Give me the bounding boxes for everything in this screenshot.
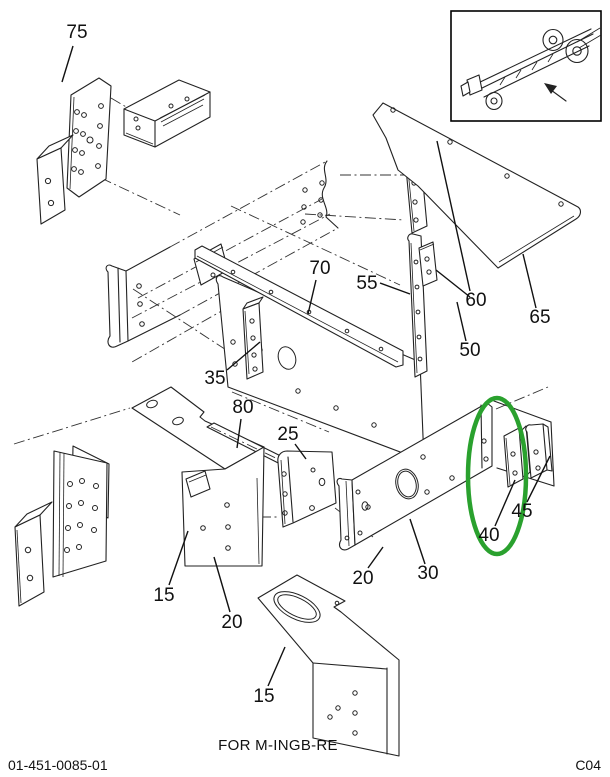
part-35-bracket — [242, 296, 264, 380]
part-70-strap — [194, 245, 404, 368]
location-arrow-icon — [544, 83, 567, 102]
callout-50-leader — [456, 301, 467, 342]
callout-30-label: 30 — [417, 563, 438, 584]
callout-40-leader — [494, 479, 516, 527]
callout-25-label: 25 — [277, 424, 298, 445]
callout-45-leader — [526, 455, 551, 503]
part-15-bottom — [257, 574, 400, 757]
truck-chassis-frame-icon — [460, 27, 602, 111]
callout-50-label: 50 — [459, 340, 480, 361]
inset-border — [450, 10, 602, 122]
callout-60-leader — [436, 140, 471, 292]
callout-20-label: 20 — [352, 568, 373, 589]
callout-70-leader — [307, 279, 317, 315]
callout-15-label: 15 — [153, 585, 174, 606]
callout-40-label: 40 — [478, 525, 499, 546]
callout-75-leader — [61, 45, 74, 83]
callout-55-leader — [379, 282, 411, 295]
callout-30-leader — [409, 518, 426, 565]
callout-20-leader — [367, 546, 384, 569]
doc-number: 01-451-0085-01 — [8, 757, 108, 773]
callout-80-label: 80 — [232, 397, 253, 418]
part-30-panel — [336, 402, 493, 551]
callout-35-leader — [226, 341, 261, 371]
highlight-ellipse — [465, 395, 529, 557]
callout-20-leader — [213, 556, 231, 613]
callout-65-leader — [522, 253, 537, 309]
callout-45-label: 45 — [511, 501, 532, 522]
callout-25-leader — [294, 443, 307, 460]
callout-15-leader — [267, 646, 286, 687]
part-65-panel — [372, 102, 581, 269]
callout-35-label: 35 — [204, 368, 225, 389]
callout-15-label: 15 — [253, 686, 274, 707]
callout-55-label: 55 — [356, 273, 377, 294]
callout-15-leader — [168, 530, 189, 586]
part-40-bracket — [503, 427, 524, 488]
callout-65-label: 65 — [529, 307, 550, 328]
left-bracket-assembly — [14, 445, 110, 607]
callout-20-label: 20 — [221, 612, 242, 633]
callout-60-leader — [435, 269, 471, 298]
inset-thumbnail — [450, 10, 602, 122]
page-code: C04 — [575, 757, 601, 773]
callout-60-label: 60 — [465, 290, 486, 311]
callout-layer: 75 70 55 60 50 65 35 80 25 15 20 20 30 40 45 15 — [61, 22, 551, 707]
part-60-plate — [418, 241, 438, 287]
callout-70-label: 70 — [309, 258, 330, 279]
part-25-bracket — [277, 450, 337, 528]
part-75-assembly — [36, 77, 211, 225]
callout-80-leader — [236, 418, 242, 449]
diagram-caption: FOR M-INGB-RE — [218, 737, 338, 754]
callout-75-label: 75 — [66, 22, 87, 43]
